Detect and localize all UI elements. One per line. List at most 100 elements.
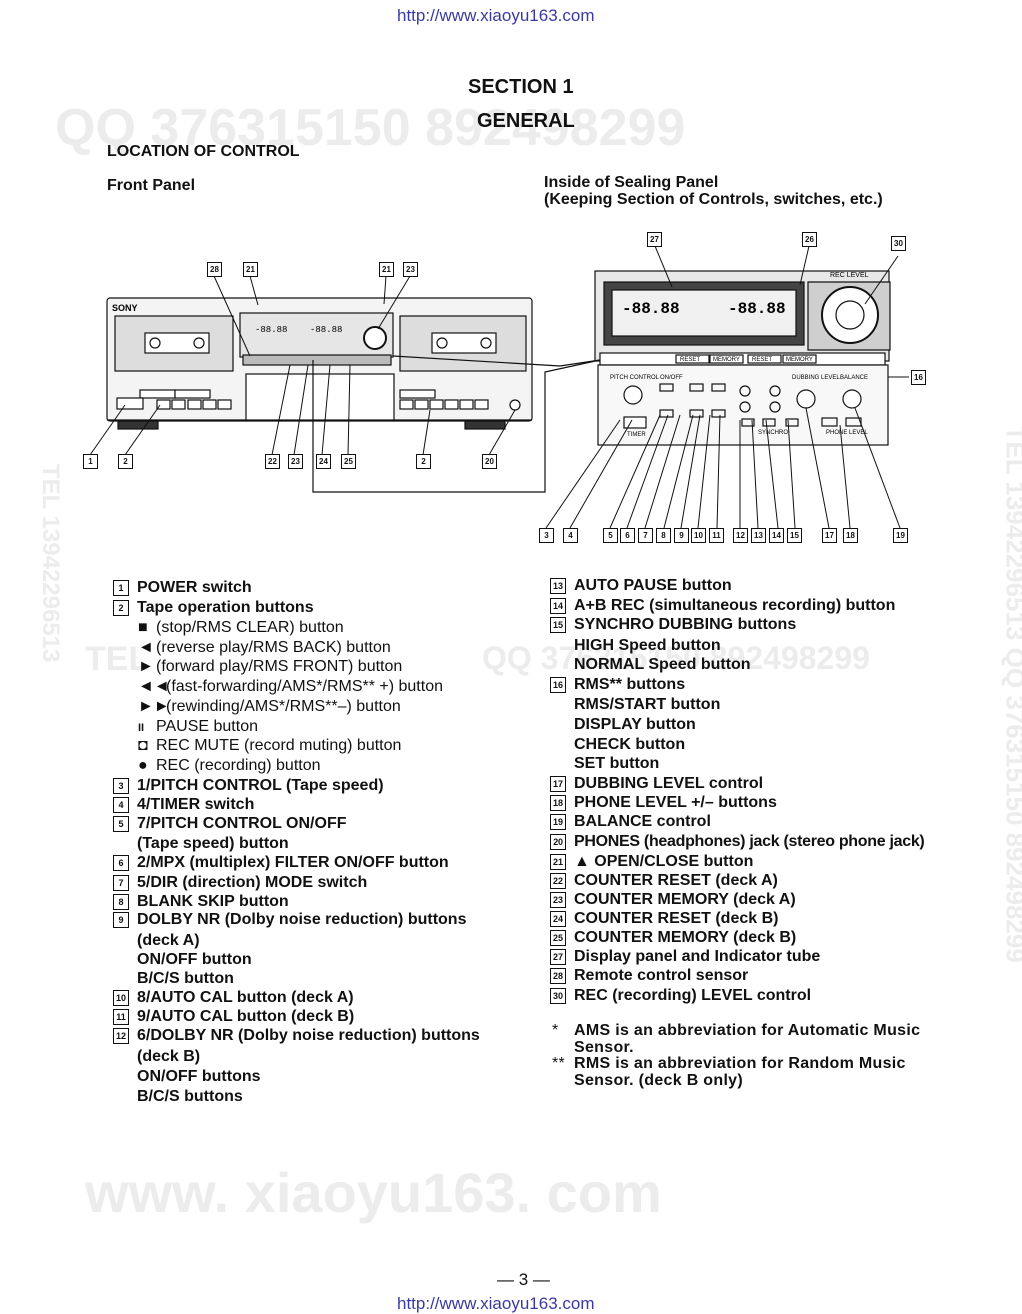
- item-text: RMS/START button: [574, 696, 721, 713]
- item-number: 28: [550, 968, 566, 984]
- controls-panel: [597, 364, 889, 446]
- callout-6: 6: [620, 528, 635, 543]
- front-counter-b: -88.88: [310, 325, 342, 335]
- list-item-continuation: ON/OFF buttons: [137, 1067, 261, 1086]
- item-text: DUBBING LEVEL control: [574, 775, 764, 792]
- item-text: Remote control sensor: [574, 967, 749, 984]
- list-item-continuation: (deck B): [137, 1047, 200, 1066]
- reset-label-b: RESET: [752, 357, 772, 363]
- balance-knob: [842, 389, 862, 409]
- watermark-qq-mid: QQ 376315150 892498299: [482, 640, 870, 676]
- item-number: 27: [550, 949, 566, 965]
- callout-21-right: 21: [379, 262, 394, 277]
- footnote-ams: * AMS is an abbreviation for Automatic Mu…: [552, 1022, 952, 1056]
- list-subitem: ►(forward play/RMS FRONT) button: [138, 657, 402, 676]
- item-text: DISPLAY button: [574, 716, 696, 733]
- list-item: 25 COUNTER MEMORY (deck B): [550, 928, 796, 947]
- item-number: 24: [550, 911, 566, 927]
- item-text: RMS** buttons: [574, 676, 686, 693]
- callout-8: 8: [656, 528, 671, 543]
- item-text: 2/MPX (multiplex) FILTER ON/OFF button: [137, 854, 449, 871]
- item-number: 25: [550, 930, 566, 946]
- list-item: 11 9/AUTO CAL button (deck B): [113, 1007, 354, 1026]
- callout-13: 13: [751, 528, 766, 543]
- list-item-continuation: (deck A): [137, 931, 200, 950]
- memory-label-a: MEMORY: [713, 357, 740, 363]
- list-item-continuation: ON/OFF button: [137, 950, 252, 969]
- phone-level-label: PHONE LEVEL: [826, 430, 868, 436]
- item-text: PHONE LEVEL +/– buttons: [574, 794, 777, 811]
- phones-jack: [509, 399, 521, 411]
- list-item: 6 2/MPX (multiplex) FILTER ON/OFF button: [113, 853, 449, 872]
- item-text: 4/TIMER switch: [137, 796, 255, 813]
- item-text: B/C/S buttons: [137, 1088, 243, 1105]
- list-item: 19 BALANCE control: [550, 812, 711, 831]
- list-item: 21▲ OPEN/CLOSE button: [550, 852, 753, 871]
- front-counter-a: -88.88: [255, 325, 287, 335]
- inside-panel-label: Inside of Sealing Panel: [544, 174, 719, 191]
- general-heading: GENERAL: [477, 110, 575, 132]
- item-number: 21: [550, 854, 566, 870]
- item-number: 19: [550, 814, 566, 830]
- callout-2-right: 2: [416, 454, 431, 469]
- item-text: (forward play/RMS FRONT) button: [156, 658, 403, 675]
- item-text: 7/PITCH CONTROL ON/OFF: [137, 815, 347, 832]
- item-number: 6: [113, 855, 129, 871]
- list-item-continuation: RMS/START button: [574, 695, 720, 714]
- footnote-mark: *: [552, 1022, 559, 1039]
- rec-icon: ●: [138, 757, 148, 774]
- item-text: (deck A): [137, 932, 200, 949]
- item-text: REC MUTE (record muting) button: [156, 737, 402, 754]
- fast-forward-icon: ►►: [138, 698, 170, 715]
- item-number: 23: [550, 892, 566, 908]
- rec-level-knob-front: [363, 326, 387, 350]
- section-heading: SECTION 1: [468, 76, 574, 98]
- footnote-mark: **: [552, 1055, 566, 1072]
- item-text: AUTO PAUSE button: [574, 577, 732, 594]
- item-text: COUNTER MEMORY (deck B): [574, 929, 797, 946]
- pause-icon: II: [138, 722, 145, 734]
- item-number: 3: [113, 778, 129, 794]
- item-text: SYNCHRO DUBBING buttons: [574, 616, 797, 633]
- callout-2-left: 2: [118, 454, 133, 469]
- item-text: SET button: [574, 755, 660, 772]
- item-number: 17: [550, 776, 566, 792]
- tube-counter-b: -88.88: [728, 300, 786, 318]
- list-subitem: ●REC (recording) button: [138, 756, 321, 775]
- item-number: 12: [113, 1028, 129, 1044]
- callout-3: 3: [539, 528, 554, 543]
- item-text: (Tape speed) button: [137, 835, 289, 852]
- item-number: 7: [113, 875, 129, 891]
- callout-5: 5: [603, 528, 618, 543]
- item-text: 9/AUTO CAL button (deck B): [137, 1008, 355, 1025]
- footer-url[interactable]: http://www.xiaoyu163.com: [397, 1294, 595, 1313]
- footnote-text: AMS is an abbreviation for Automatic Mus…: [574, 1022, 921, 1056]
- item-number: 11: [113, 1009, 129, 1025]
- callout-15: 15: [787, 528, 802, 543]
- item-text: 1/PITCH CONTROL (Tape speed): [137, 777, 384, 794]
- item-number: 14: [550, 598, 566, 614]
- list-subitem: ◘REC MUTE (record muting) button: [138, 736, 401, 755]
- timer-label: TIMER: [627, 432, 646, 438]
- item-number: 22: [550, 873, 566, 889]
- item-text: BLANK SKIP button: [137, 893, 289, 910]
- list-item-continuation: B/C/S button: [137, 969, 234, 988]
- forward-play-icon: ►: [138, 658, 154, 675]
- header-url[interactable]: http://www.xiaoyu163.com: [397, 6, 595, 25]
- list-item-continuation: CHECK button: [574, 735, 685, 754]
- inside-panel-sublabel: (Keeping Section of Controls, switches, …: [544, 191, 883, 208]
- item-number: 5: [113, 816, 129, 832]
- item-text: BALANCE control: [574, 813, 711, 830]
- synchro-label: SYNCHRO: [758, 430, 788, 436]
- callout-11: 11: [709, 528, 724, 543]
- item-text: 6/DOLBY NR (Dolby noise reduction) butto…: [137, 1027, 480, 1044]
- brand-logo: SONY: [112, 303, 138, 313]
- list-item: 17 DUBBING LEVEL control: [550, 774, 763, 793]
- control-location-diagram: SONY -88.88 -88.88 -88.88 -88.88 REC LEV…: [89, 245, 909, 529]
